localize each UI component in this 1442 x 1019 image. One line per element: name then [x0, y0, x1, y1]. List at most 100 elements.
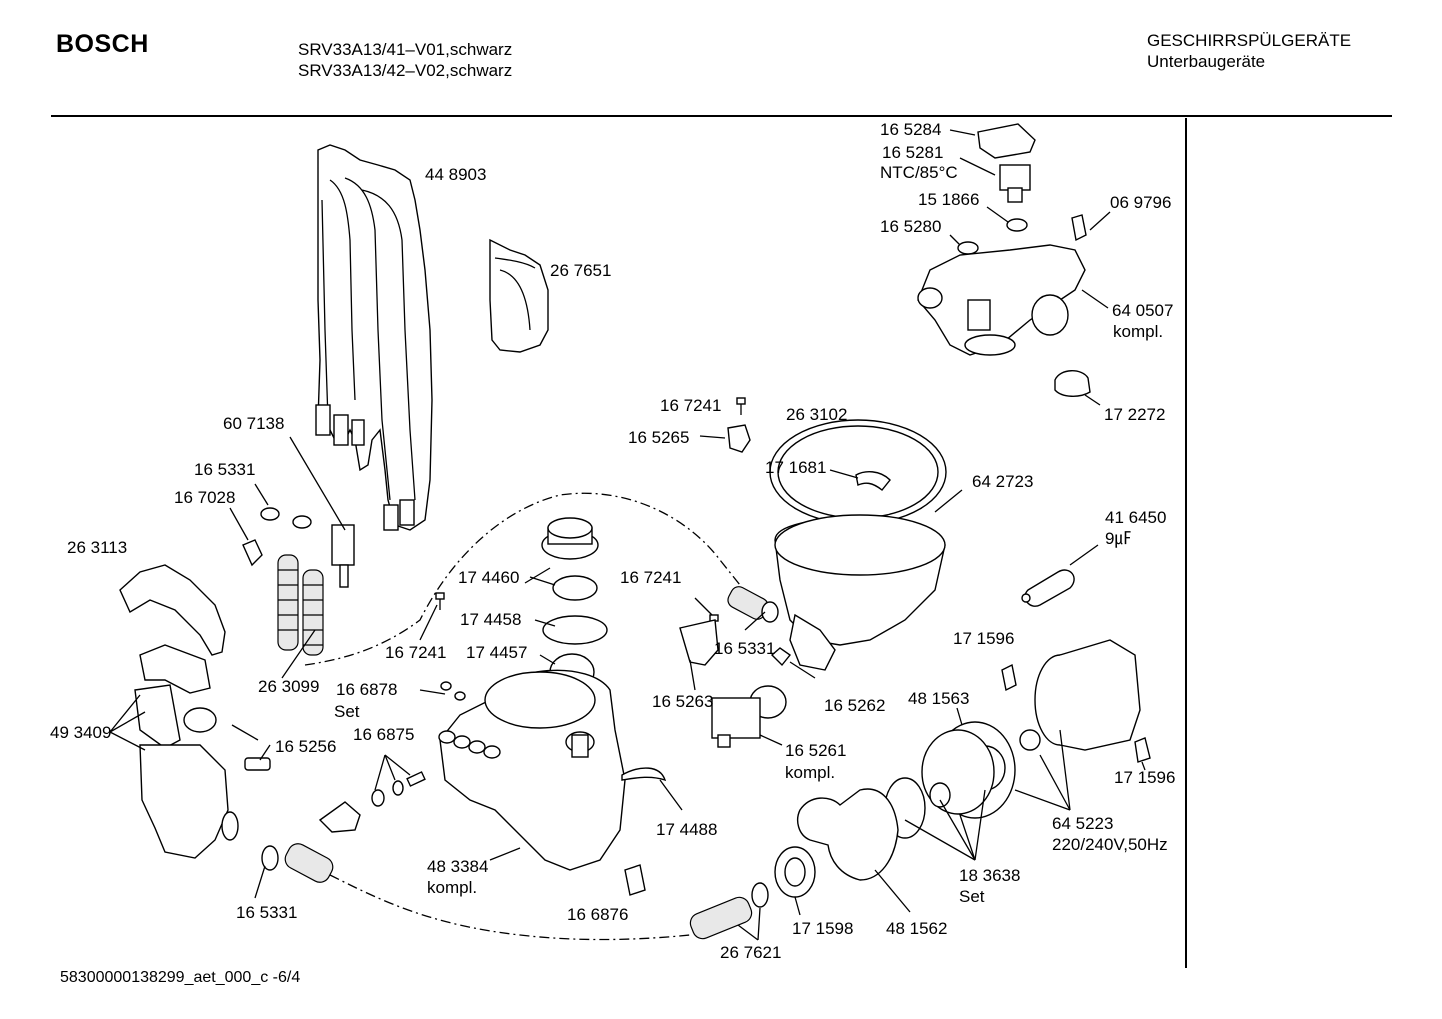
label-165331-upper: 16 5331 — [194, 460, 255, 479]
seal-ring-left — [292, 515, 312, 529]
bracket-165265 — [727, 424, 751, 453]
label-165261: 16 5261 — [785, 741, 846, 760]
label-174458: 17 4458 — [460, 610, 521, 629]
label-167241-mid: 16 7241 — [385, 643, 446, 662]
label-171596-lower: 17 1596 — [1114, 768, 1175, 787]
sensor-cover-part — [977, 123, 1036, 159]
heater-valve-block-part — [917, 244, 1086, 356]
seal-165331-upper — [260, 507, 280, 521]
impeller-174460 — [541, 517, 599, 560]
label-069796: 06 9796 — [1110, 193, 1171, 212]
drain-hose-267621 — [689, 882, 769, 940]
springs-part — [277, 554, 324, 656]
label-640507-note: kompl. — [1113, 322, 1163, 341]
label-166878: 16 6878 — [336, 680, 397, 699]
part-165256 — [244, 757, 271, 771]
label-483384: 48 3384 — [427, 857, 488, 876]
seal-ring-165280 — [957, 241, 979, 255]
leader-lines — [109, 129, 1146, 941]
label-263102: 26 3102 — [786, 405, 847, 424]
pump-housing-481562 — [797, 788, 899, 881]
wire-spring — [231, 724, 259, 741]
label-642723: 64 2723 — [972, 472, 1033, 491]
label-607138: 60 7138 — [223, 414, 284, 433]
label-165281-spec: NTC/85°C — [880, 163, 958, 182]
softener-part — [438, 669, 626, 871]
label-151866: 15 1866 — [918, 190, 979, 209]
motor-645223 — [1019, 639, 1141, 751]
label-165263: 16 5263 — [652, 692, 713, 711]
label-172272: 17 2272 — [1104, 405, 1165, 424]
funnel-part — [489, 238, 549, 353]
small-parts-166878 — [419, 681, 466, 701]
label-171681: 17 1681 — [765, 458, 826, 477]
label-267651: 26 7651 — [550, 261, 611, 280]
label-167028: 16 7028 — [174, 488, 235, 507]
valve-166875 — [318, 771, 426, 833]
document-id: 58300000138299_aet_000_c -6/4 — [60, 969, 301, 986]
capacitor-part — [1021, 569, 1075, 607]
model-line-1: SRV33A13/41–V01,schwarz — [298, 40, 513, 59]
label-448903: 44 8903 — [425, 165, 486, 184]
water-distributor-part — [315, 144, 433, 531]
label-165262: 16 5262 — [824, 696, 885, 715]
dispenser-assembly-part — [134, 644, 239, 859]
screw-167241-mid — [435, 592, 445, 610]
seal-174460 — [552, 575, 598, 601]
label-165256: 16 5256 — [275, 737, 336, 756]
label-493409: 49 3409 — [50, 723, 111, 742]
label-645223: 64 5223 — [1052, 814, 1113, 833]
label-483384-note: kompl. — [427, 878, 477, 897]
clip-171596-lower — [1134, 737, 1151, 763]
drain-hose-165331 — [261, 843, 334, 883]
label-645223-spec: 220/240V,50Hz — [1052, 835, 1168, 854]
label-174457: 17 4457 — [466, 643, 527, 662]
label-481563: 48 1563 — [908, 689, 969, 708]
label-183638: 18 3638 — [959, 866, 1020, 885]
label-263113: 26 3113 — [67, 538, 127, 557]
part-labels: 16 5284 16 5281 NTC/85°C 15 1866 06 9796… — [50, 120, 1175, 962]
clip-171596-upper — [1001, 663, 1017, 692]
disc-174458 — [542, 615, 608, 645]
label-263099: 26 3099 — [258, 677, 319, 696]
label-166878-set: Set — [334, 702, 360, 721]
cover-263113 — [119, 564, 226, 656]
label-165261-note: kompl. — [785, 763, 835, 782]
category-title: GESCHIRRSPÜLGERÄTE — [1147, 31, 1352, 50]
clip-069796 — [1071, 214, 1087, 242]
label-481562: 48 1562 — [886, 919, 947, 938]
label-166875: 16 6875 — [353, 725, 414, 744]
hose-165331 — [727, 586, 779, 623]
label-165281: 16 5281 — [882, 143, 943, 162]
label-167241-right: 16 7241 — [620, 568, 681, 587]
sump-part — [769, 419, 947, 671]
label-165284: 16 5284 — [880, 120, 941, 139]
label-416450-spec: 9㎌ — [1105, 529, 1131, 549]
valve-607138 — [331, 524, 355, 588]
label-165331-lower: 16 5331 — [236, 903, 297, 922]
label-267621: 26 7621 — [720, 943, 781, 962]
label-165280: 16 5280 — [880, 217, 941, 236]
part-166876 — [624, 864, 646, 896]
label-167241-top: 16 7241 — [660, 396, 721, 415]
ntc-sensor-part — [999, 164, 1031, 203]
label-183638-set: Set — [959, 887, 985, 906]
label-174460: 17 4460 — [458, 568, 519, 587]
brand-logo: BOSCH — [56, 30, 149, 58]
label-166876: 16 6876 — [567, 905, 628, 924]
hose-path-upper — [304, 492, 741, 666]
label-171596-upper: 17 1596 — [953, 629, 1014, 648]
part-174488 — [621, 767, 667, 782]
heater-relay-165261 — [711, 697, 761, 748]
screw-167241-top — [736, 397, 746, 415]
label-640507: 64 0507 — [1112, 301, 1173, 320]
label-165265: 16 5265 — [628, 428, 689, 447]
impeller-set-183638 — [884, 729, 995, 839]
label-174488: 17 4488 — [656, 820, 717, 839]
hose-path-lower — [329, 874, 691, 941]
model-line-2: SRV33A13/42–V02,schwarz — [298, 61, 513, 80]
subcategory-title: Unterbaugeräte — [1147, 52, 1266, 71]
label-171598: 17 1598 — [792, 919, 853, 938]
seal-ring-151866 — [1006, 218, 1028, 232]
